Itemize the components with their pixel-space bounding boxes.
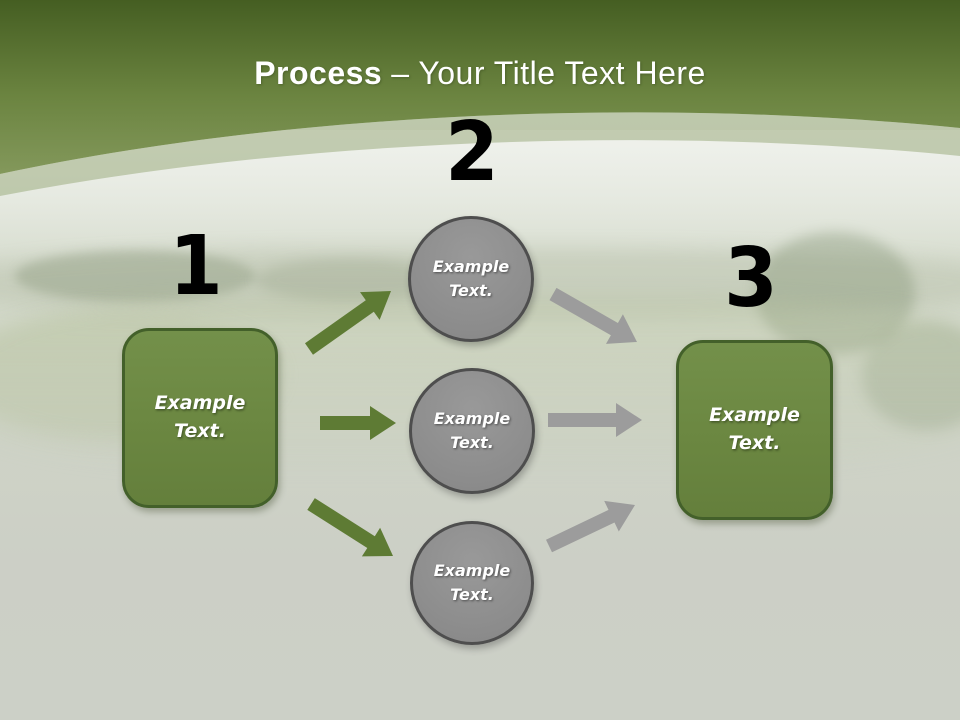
step-number-2: 2 <box>445 105 499 200</box>
header-band-highlight-stripe <box>0 112 960 196</box>
step1-box-label: Example Text. <box>154 392 246 442</box>
green-arrow-bottom <box>307 498 393 557</box>
step-number-3: 3 <box>724 231 778 326</box>
background-bush-far-right <box>862 322 960 430</box>
gray-arrow-middle <box>548 403 642 437</box>
green-arrow-top <box>305 291 391 355</box>
header-band-green <box>0 0 960 174</box>
step2-circle-middle-label: Example Text. <box>433 409 511 452</box>
step2-circle-top-label: Example Text. <box>432 257 510 300</box>
slide-title: Process– Your Title Text Here <box>0 55 960 92</box>
gray-arrow-top <box>549 287 637 344</box>
step2-circle-bottom-label: Example Text. <box>433 561 511 604</box>
step1-rounded-box: Example Text. <box>122 328 278 508</box>
header-band <box>0 0 960 196</box>
gray-arrow-bottom <box>546 500 635 553</box>
step3-box-label: Example Text. <box>709 404 800 454</box>
green-arrow-middle <box>320 406 396 440</box>
step3-rounded-box: Example Text. <box>676 340 833 520</box>
step2-circle-middle: Example Text. <box>409 368 535 494</box>
step-number-1: 1 <box>169 219 223 314</box>
slide-title-rest: – Your Title Text Here <box>391 55 706 91</box>
step2-circle-top: Example Text. <box>408 216 534 342</box>
slide-title-bold: Process <box>254 55 383 91</box>
step2-circle-bottom: Example Text. <box>410 521 534 645</box>
